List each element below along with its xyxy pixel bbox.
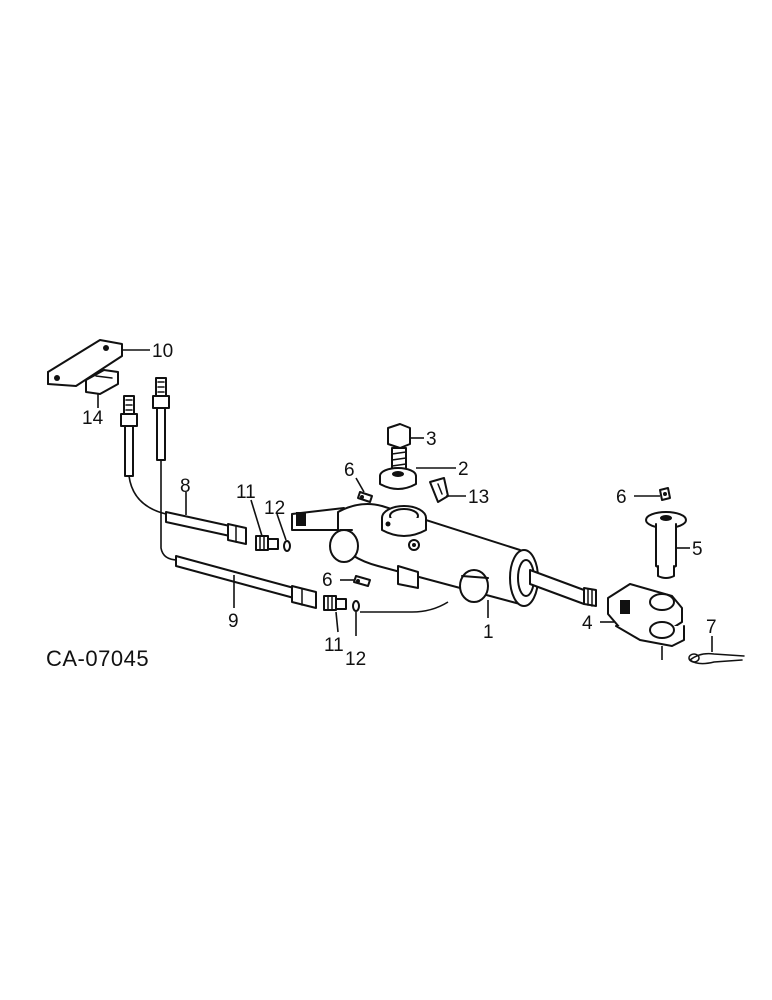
label-6a: 6 — [344, 460, 355, 481]
leader-6a — [355, 477, 365, 493]
label-5: 5 — [692, 539, 703, 560]
label-11b: 11 — [324, 635, 344, 656]
washer — [379, 467, 417, 490]
label-9: 9 — [228, 611, 239, 632]
label-13: 13 — [468, 487, 489, 508]
tube-fitting-left — [120, 395, 138, 477]
grease-fitting-upper — [357, 491, 373, 503]
grease-fitting-pin — [659, 487, 671, 501]
adapter-upper — [255, 535, 279, 551]
label-11a: 11 — [236, 482, 256, 503]
label-14: 14 — [82, 408, 104, 429]
clamp — [85, 369, 119, 395]
label-6c: 6 — [616, 487, 627, 508]
grease-fitting-lower — [353, 575, 371, 587]
label-10: 10 — [152, 341, 173, 362]
label-2: 2 — [458, 459, 469, 480]
label-3: 3 — [426, 429, 437, 450]
leader-11a — [250, 499, 263, 537]
label-12a: 12 — [264, 498, 285, 519]
clip — [429, 477, 449, 503]
adapter-lower — [323, 595, 347, 611]
label-12b: 12 — [345, 649, 366, 670]
label-4: 4 — [582, 613, 593, 634]
pin — [645, 511, 687, 579]
label-6b: 6 — [322, 570, 333, 591]
label-1: 1 — [483, 622, 494, 643]
steering-cylinder — [291, 503, 597, 607]
route-line-lower-port — [360, 601, 449, 613]
cotter-pin — [688, 652, 745, 665]
mounting-bracket — [47, 339, 123, 387]
figure-code: CA-07045 — [46, 646, 149, 671]
tube-fitting-right — [152, 377, 170, 461]
label-7: 7 — [706, 617, 717, 638]
label-8: 8 — [180, 476, 191, 497]
clevis — [607, 583, 685, 647]
leader-11b — [335, 611, 339, 633]
o-ring-lower — [352, 600, 360, 612]
hose-lower — [175, 555, 317, 609]
leader-12a — [276, 513, 287, 541]
hose-upper — [165, 511, 247, 545]
o-ring-upper — [283, 540, 291, 552]
route-line-9 — [160, 460, 179, 561]
